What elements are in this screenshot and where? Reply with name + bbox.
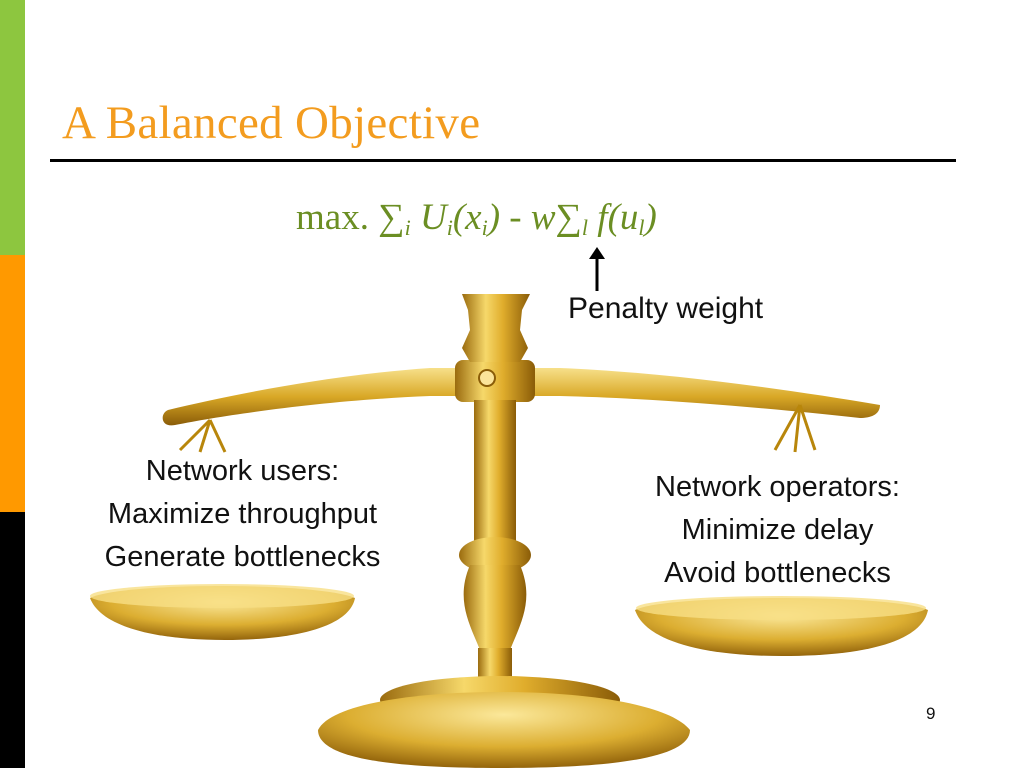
slide-title: A Balanced Objective (62, 97, 481, 149)
caption-line: Generate bottlenecks (104, 541, 381, 573)
caption-line: Network users: (145, 455, 340, 487)
caption-line: Minimize delay (681, 514, 874, 546)
title-underline (50, 159, 956, 162)
page-number: 9 (926, 704, 936, 723)
sidebar-black-bar (0, 512, 25, 768)
caption-line: Avoid bottlenecks (664, 557, 891, 589)
objective-formula: max. ∑i Ui(xi) - w∑l f(ul) (296, 197, 657, 240)
penalty-weight-label: Penalty weight (568, 292, 764, 325)
network-users-caption: Network users: Maximize throughput Gener… (60, 450, 425, 579)
sidebar-orange-bar (0, 255, 25, 512)
caption-line: Maximize throughput (107, 498, 378, 530)
up-arrow-icon (589, 247, 605, 291)
sidebar-green-bar (0, 0, 25, 255)
caption-line: Network operators: (655, 471, 900, 503)
network-operators-caption: Network operators: Minimize delay Avoid … (600, 466, 955, 595)
